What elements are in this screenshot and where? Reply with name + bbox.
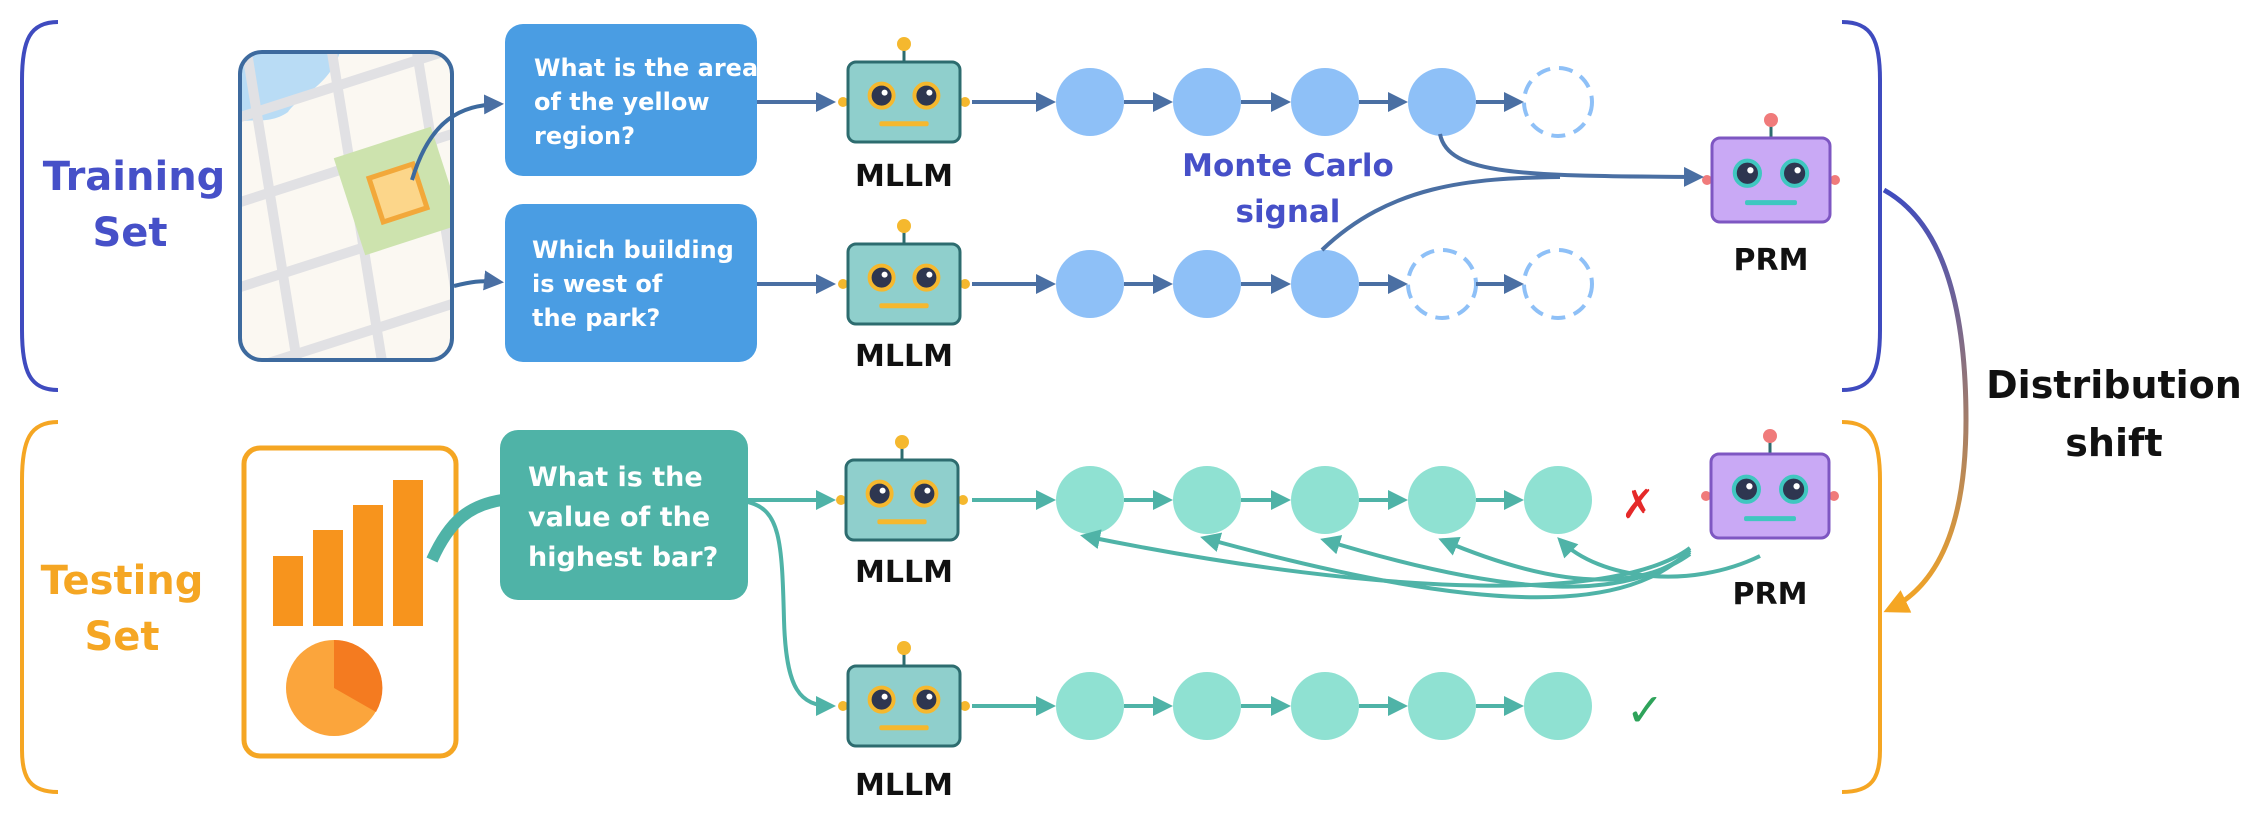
mllm-robot-4 <box>838 641 970 748</box>
training-row-1-step-1 <box>1056 68 1124 136</box>
question-1-line3: region? <box>534 122 635 150</box>
question-2-line2: is west of <box>532 270 663 298</box>
testing-set-bracket <box>20 420 1882 794</box>
testing-row-1-step-5 <box>1524 466 1592 534</box>
chart-image <box>241 445 459 759</box>
mc-signal-arrow-bottom <box>1320 175 1561 252</box>
training-row-1-step-4 <box>1408 68 1476 136</box>
map-to-question-1-arrow <box>410 94 504 181</box>
training-row-2-step-4 <box>1406 248 1478 320</box>
mllm-label-4: MLLM <box>855 768 953 803</box>
training-row-1-step-3 <box>1291 68 1359 136</box>
prm-robot-testing <box>1701 429 1839 540</box>
mc-signal-arrow-top <box>1438 133 1704 187</box>
training-set-label-line2: Set <box>92 210 167 256</box>
prm-feedback-arrows <box>1080 529 1761 600</box>
question-box-1: What is the area of the yellow region? <box>505 24 758 176</box>
question-2-line1: Which building <box>532 236 734 264</box>
training-row-1-step-2 <box>1173 68 1241 136</box>
mllm-robot-3 <box>836 435 968 542</box>
question-box-3: What is the value of the highest bar? <box>500 430 748 600</box>
training-set-bracket <box>20 20 1882 392</box>
question-1-line2: of the yellow <box>534 88 710 116</box>
testing-row-2-step-3 <box>1291 672 1359 740</box>
question-1-line1: What is the area <box>534 54 758 82</box>
wrong-mark: ✗ <box>1621 482 1655 528</box>
training-row-2-step-3 <box>1291 250 1359 318</box>
question-box-2: Which building is west of the park? <box>505 204 757 362</box>
question-3-line2: value of the <box>528 502 710 533</box>
mllm-label-3: MLLM <box>855 555 953 590</box>
right-mark: ✓ <box>1626 683 1665 737</box>
testing-row-1-step-3 <box>1291 466 1359 534</box>
testing-row-1-step-1 <box>1056 466 1124 534</box>
mllm-robot-1 <box>838 37 970 144</box>
question-2-line3: the park? <box>532 304 660 332</box>
map-to-question-2-arrow <box>453 270 504 291</box>
training-row-2-step-2 <box>1173 250 1241 318</box>
training-set-label-line1: Training <box>43 154 226 200</box>
testing-row-2-step-2 <box>1173 672 1241 740</box>
mllm-label-1: MLLM <box>855 159 953 194</box>
monte-carlo-label-line1: Monte Carlo <box>1182 148 1394 184</box>
monte-carlo-label-line2: signal <box>1236 194 1341 230</box>
distribution-shift-label-line1: Distribution <box>1986 363 2242 407</box>
question-3-line3: highest bar? <box>528 542 718 573</box>
training-row-2-step-5 <box>1522 248 1594 320</box>
chart-to-question-3-link <box>426 494 504 563</box>
prm-label-testing: PRM <box>1733 577 1808 612</box>
prm-label-training: PRM <box>1734 243 1809 278</box>
testing-row-2-step-5 <box>1524 672 1592 740</box>
testing-set-label-line1: Testing <box>41 558 204 604</box>
mllm-label-2: MLLM <box>855 339 953 374</box>
question-3-line1: What is the <box>528 462 703 493</box>
testing-set-label-line2: Set <box>84 614 159 660</box>
prm-robot-training <box>1702 113 1840 224</box>
mllm-robot-2 <box>838 219 970 326</box>
map-image <box>238 50 454 362</box>
testing-row-1-step-4 <box>1408 466 1476 534</box>
testing-row-1-step-2 <box>1173 466 1241 534</box>
q3-to-mllm-bottom-arrow <box>747 500 836 716</box>
testing-row-2-step-4 <box>1408 672 1476 740</box>
testing-row-2-step-1 <box>1056 672 1124 740</box>
distribution-shift-label-line2: shift <box>2065 421 2162 465</box>
training-row-2-step-1 <box>1056 250 1124 318</box>
training-row-1-step-5 <box>1522 66 1594 138</box>
distribution-shift-arrow <box>1882 187 1969 613</box>
